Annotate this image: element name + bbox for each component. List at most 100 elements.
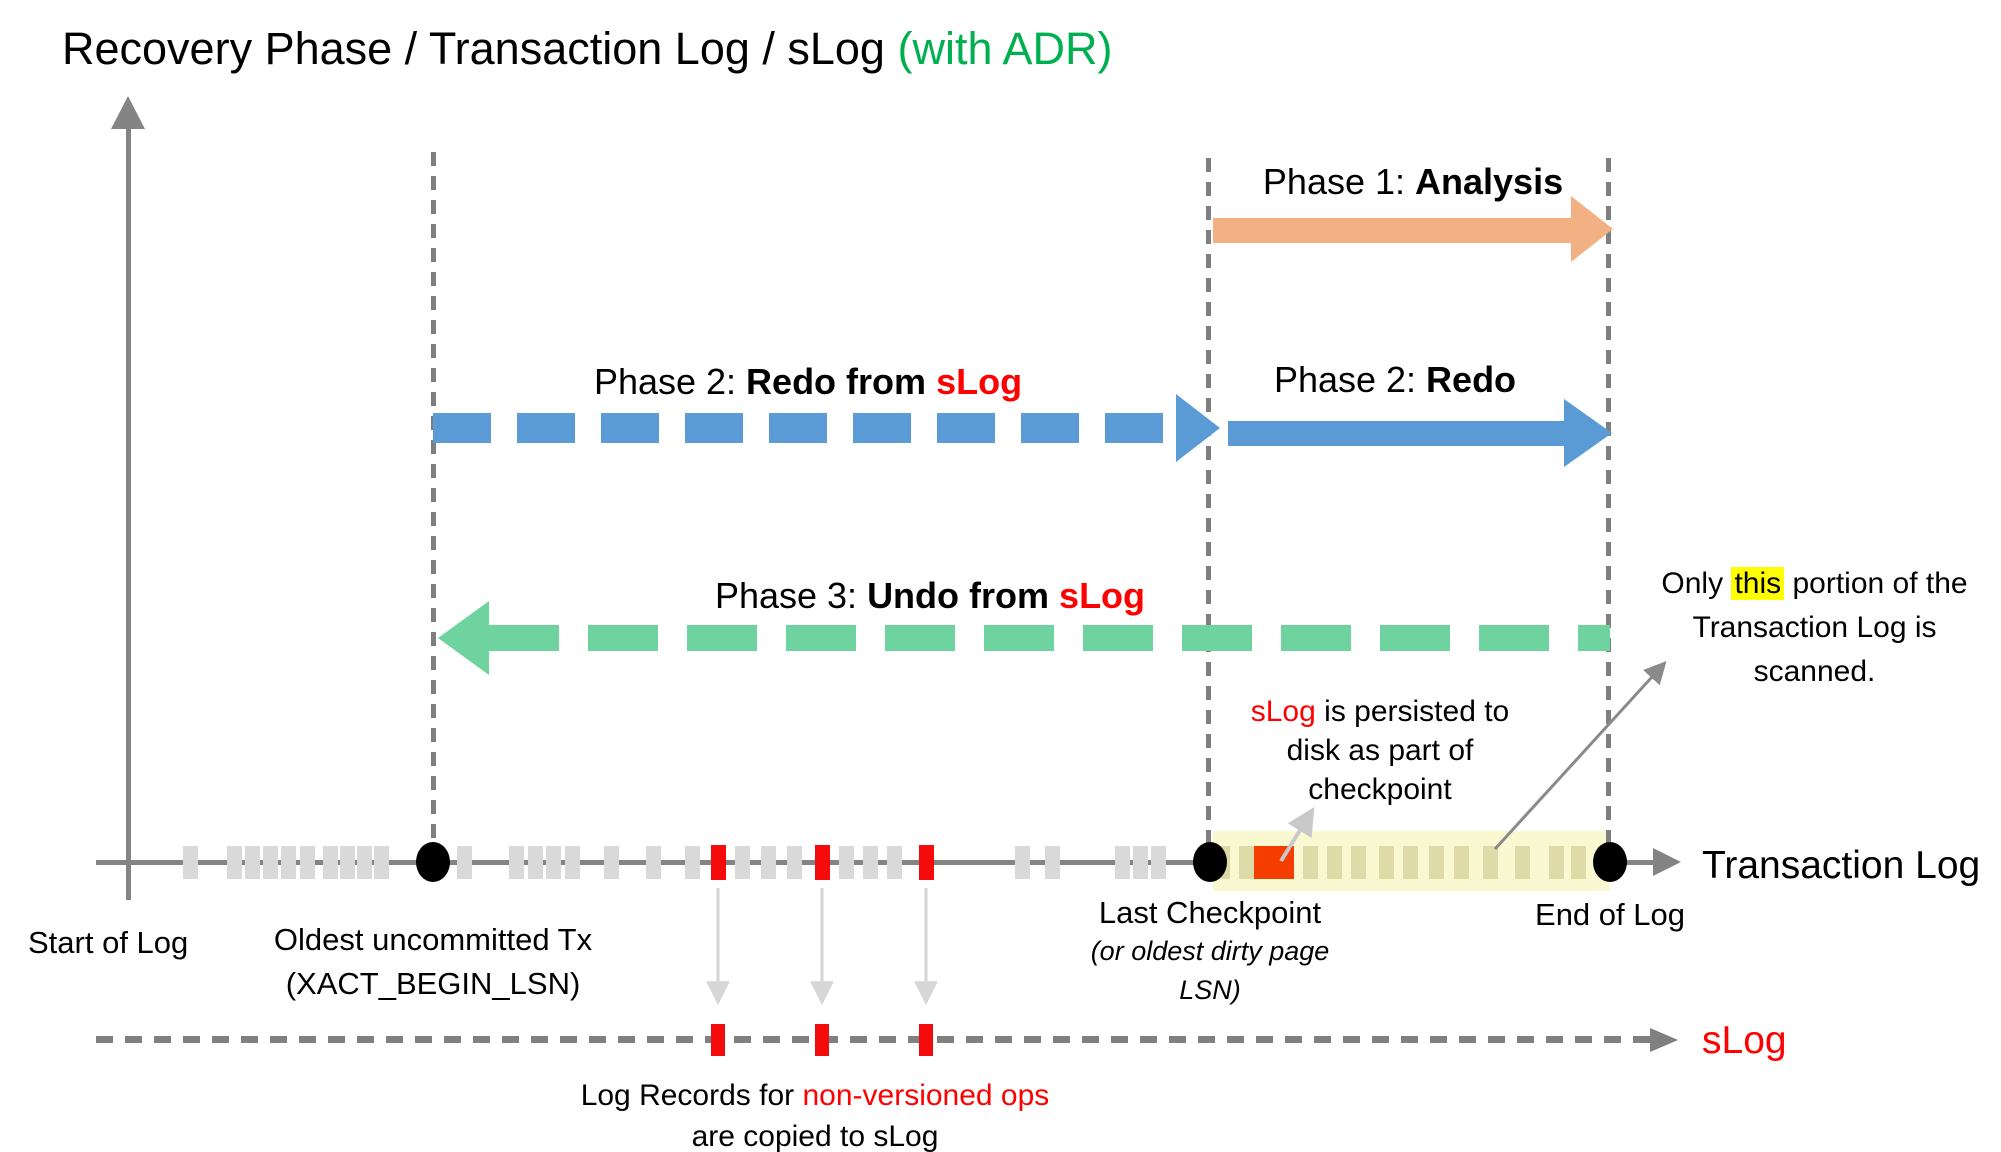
log-record-tick	[457, 846, 472, 879]
oldest-uncommitted-line1: Oldest uncommitted Tx	[273, 922, 593, 957]
phase2-slog-red: sLog	[936, 361, 1023, 402]
note-scanned: Only this portion of the Transaction Log…	[1628, 562, 2001, 694]
note-persisted-line1: is persisted to	[1315, 695, 1510, 728]
phase3-prefix: Phase 3:	[714, 575, 868, 616]
log-record-tick	[863, 846, 878, 879]
phase2-prefix: Phase 2:	[1273, 359, 1427, 400]
transaction-log-axis-label: Transaction Log	[1702, 844, 1981, 887]
log-record-tick	[509, 846, 524, 879]
log-record-tick	[1115, 846, 1130, 879]
non-versioned-op-record	[919, 845, 934, 880]
log-record-tick-scanned	[1303, 846, 1318, 879]
note-copied: Log Records for non-versioned ops are co…	[510, 1075, 1120, 1152]
log-record-tick-scanned	[1549, 846, 1564, 879]
phase2-from-slog-label: Phase 2: Redo from sLog	[413, 360, 1203, 403]
transaction-log-arrowhead-icon	[1653, 848, 1681, 876]
phase1-label: Phase 1: Analysis	[1213, 160, 1613, 203]
note-copied-line2: are copied to sLog	[691, 1120, 939, 1152]
phase2-label: Phase 2: Redo	[1195, 358, 1595, 401]
log-record-tick	[1015, 846, 1030, 879]
log-record-tick	[263, 846, 278, 879]
note-scanned-post: portion of the	[1784, 567, 1968, 600]
log-record-tick-scanned	[1515, 846, 1530, 879]
log-record-tick-scanned	[1379, 846, 1394, 879]
phase1-arrowhead-icon	[1571, 196, 1613, 262]
slog-axis-label: sLog	[1702, 1019, 1787, 1062]
guide-last-checkpoint	[1206, 158, 1211, 858]
page-title: Recovery Phase / Transaction Log / sLog …	[62, 22, 1113, 76]
log-record-tick	[357, 846, 372, 879]
end-of-log-dot	[1593, 842, 1627, 882]
log-record-tick	[374, 846, 389, 879]
log-record-tick	[1151, 846, 1166, 879]
oldest-uncommitted-label: Oldest uncommitted Tx (XACT_BEGIN_LSN)	[258, 918, 608, 1006]
phase1-analysis-arrow	[1213, 218, 1571, 243]
note-persisted-red: sLog	[1250, 695, 1316, 728]
log-record-tick-scanned	[1327, 846, 1342, 879]
log-record-tick-scanned	[1239, 846, 1254, 879]
log-record-tick	[183, 846, 198, 879]
phase3-red: sLog	[1059, 575, 1146, 616]
log-record-tick	[735, 846, 750, 879]
start-of-log-label: Start of Log	[28, 925, 189, 960]
log-record-tick	[761, 846, 776, 879]
log-record-tick	[323, 846, 338, 879]
phase2-name: Redo	[1426, 359, 1517, 400]
page-title-adr: (with ADR)	[897, 23, 1113, 74]
log-record-tick	[245, 846, 260, 879]
log-record-tick	[528, 846, 543, 879]
last-checkpoint-line3: LSN)	[1179, 975, 1241, 1006]
phase3-undo-arrowhead-icon	[438, 601, 489, 675]
slog-checkpoint-record	[1254, 846, 1294, 879]
log-record-tick	[646, 846, 661, 879]
slog-copied-record	[711, 1024, 725, 1056]
log-record-tick	[300, 846, 315, 879]
oldest-uncommitted-line2: (XACT_BEGIN_LSN)	[285, 966, 581, 1001]
log-record-tick	[787, 846, 802, 879]
note-copied-black: Log Records for	[580, 1079, 803, 1112]
note-scanned-highlight: this	[1731, 567, 1785, 600]
page-title-main: Recovery Phase / Transaction Log / sLog	[62, 23, 898, 74]
oldest-uncommitted-tx-dot	[416, 842, 450, 882]
phase3-name: Undo from	[867, 575, 1060, 616]
log-record-tick-scanned	[1351, 846, 1366, 879]
slog-copied-record	[815, 1024, 829, 1056]
log-record-tick	[839, 846, 854, 879]
log-record-tick-scanned	[1454, 846, 1469, 879]
slog-line	[96, 1036, 1650, 1043]
phase2-slog-prefix: Phase 2:	[593, 361, 747, 402]
phase1-prefix: Phase 1:	[1262, 161, 1416, 202]
vertical-axis-arrowhead-icon	[111, 96, 145, 129]
log-record-tick	[565, 846, 580, 879]
log-record-tick	[887, 846, 902, 879]
phase2-redo-arrow	[1228, 421, 1564, 446]
note-scanned-line2: Transaction Log is scanned.	[1692, 611, 1937, 688]
log-record-tick-scanned	[1403, 846, 1418, 879]
phase3-label: Phase 3: Undo from sLog	[530, 574, 1330, 617]
last-checkpoint-line2: (or oldest dirty page	[1090, 936, 1330, 967]
phase2-slog-name: Redo from	[746, 361, 937, 402]
end-of-log-label: End of Log	[1535, 897, 1685, 932]
slog-copied-record	[919, 1024, 933, 1056]
guide-end-of-log	[1606, 158, 1611, 858]
phase2-redo-from-slog-arrow	[433, 413, 1176, 443]
log-record-tick	[281, 846, 296, 879]
vertical-axis-line	[126, 127, 131, 900]
last-checkpoint-label: Last Checkpoint (or oldest dirty page LS…	[1060, 894, 1360, 1009]
log-record-tick-scanned	[1429, 846, 1444, 879]
slog-arrowhead-icon	[1650, 1028, 1678, 1052]
note-persisted: sLog is persisted to disk as part of che…	[1230, 692, 1530, 809]
log-record-tick	[685, 846, 700, 879]
last-checkpoint-dot	[1193, 842, 1227, 882]
last-checkpoint-line1: Last Checkpoint	[1098, 895, 1322, 930]
note-scanned-pre: Only	[1661, 567, 1732, 600]
log-record-tick-scanned	[1571, 846, 1586, 879]
non-versioned-op-record	[815, 845, 830, 880]
note-persisted-line3: checkpoint	[1308, 773, 1452, 806]
phase1-name: Analysis	[1415, 161, 1564, 202]
guide-oldest-uncommitted-tx	[431, 152, 436, 862]
log-record-tick	[604, 846, 619, 879]
note-copied-red: non-versioned ops	[802, 1079, 1050, 1112]
log-record-tick	[546, 846, 561, 879]
